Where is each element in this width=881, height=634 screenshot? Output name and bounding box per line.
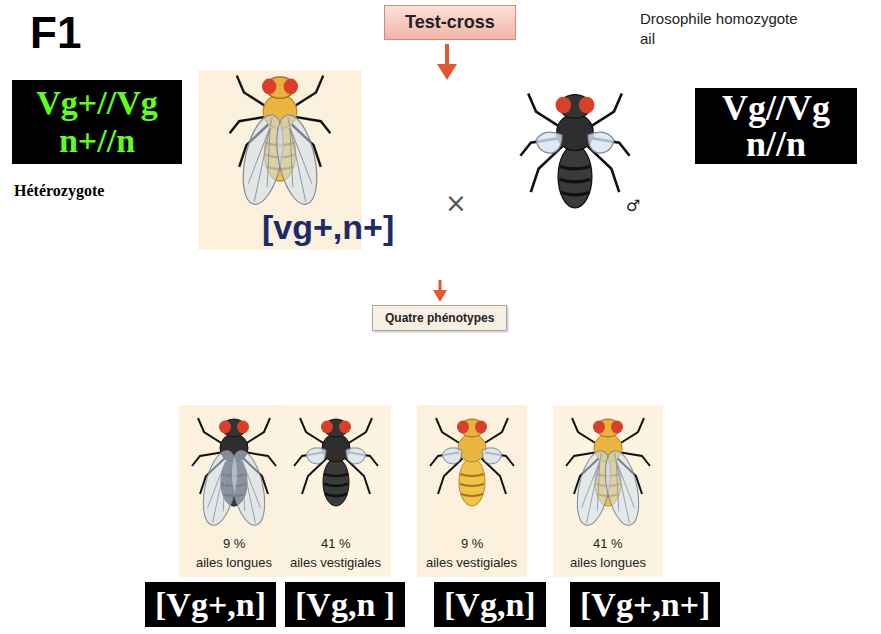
genotype-box: Vg+//Vgn+//n — [12, 80, 182, 164]
box-text: [Vg,n] — [444, 584, 536, 625]
sex-symbol: ♂ — [626, 196, 640, 215]
percentage: 41 % — [593, 536, 623, 551]
red-arrow — [433, 280, 447, 302]
box-text: Vg//Vg — [703, 90, 849, 126]
box-text: n//n — [703, 126, 849, 162]
phenotype-box: [Vg+,n] — [145, 582, 276, 627]
fly-mutant — [520, 93, 629, 207]
caption-text: ailes longues — [196, 555, 272, 570]
box-text: Test-cross — [405, 12, 495, 33]
red-arrow — [437, 44, 457, 80]
box-text: [Vg+,n+] — [580, 584, 710, 625]
fly-offspring — [294, 418, 378, 506]
fly-offspring — [566, 418, 650, 528]
box-text: Quatre phénotypes — [385, 311, 494, 325]
image-panel — [179, 405, 289, 577]
cross-symbol: × — [445, 188, 467, 218]
phenotype-box: [Vg+,n+] — [570, 582, 720, 627]
phenotype-box: [Vg,n ] — [285, 582, 405, 627]
phenotype-label: [vg+,n+] — [262, 208, 394, 247]
box-text: n+//n — [20, 122, 174, 160]
percentage: 41 % — [321, 536, 351, 551]
box-text: [Vg+,n] — [155, 584, 266, 625]
caption-text: ail — [640, 30, 655, 47]
result-box: Quatre phénotypes — [372, 305, 507, 331]
title-box: Test-cross — [384, 5, 516, 40]
box-text: [Vg,n ] — [295, 584, 395, 625]
caption-text: ailes vestigiales — [426, 555, 517, 570]
box-text: Vg+//Vg — [20, 84, 174, 122]
caption-text: ailes vestigiales — [290, 555, 381, 570]
percentage: 9 % — [461, 536, 483, 551]
percentage: 9 % — [223, 536, 245, 551]
phenotype-box: [Vg,n] — [434, 582, 546, 627]
note-label: Hétérozygote — [14, 182, 104, 200]
genotype-box: Vg//Vgn//n — [695, 88, 857, 164]
fly-offspring — [430, 418, 514, 506]
image-panel — [417, 405, 527, 577]
image-panel — [281, 405, 391, 577]
caption-text: Drosophile homozygote — [640, 10, 798, 27]
generation-label: F1 — [30, 8, 81, 58]
fly-wild — [230, 76, 331, 208]
image-panel — [553, 405, 663, 577]
caption-text: ailes longues — [570, 555, 646, 570]
fly-offspring — [192, 418, 276, 528]
